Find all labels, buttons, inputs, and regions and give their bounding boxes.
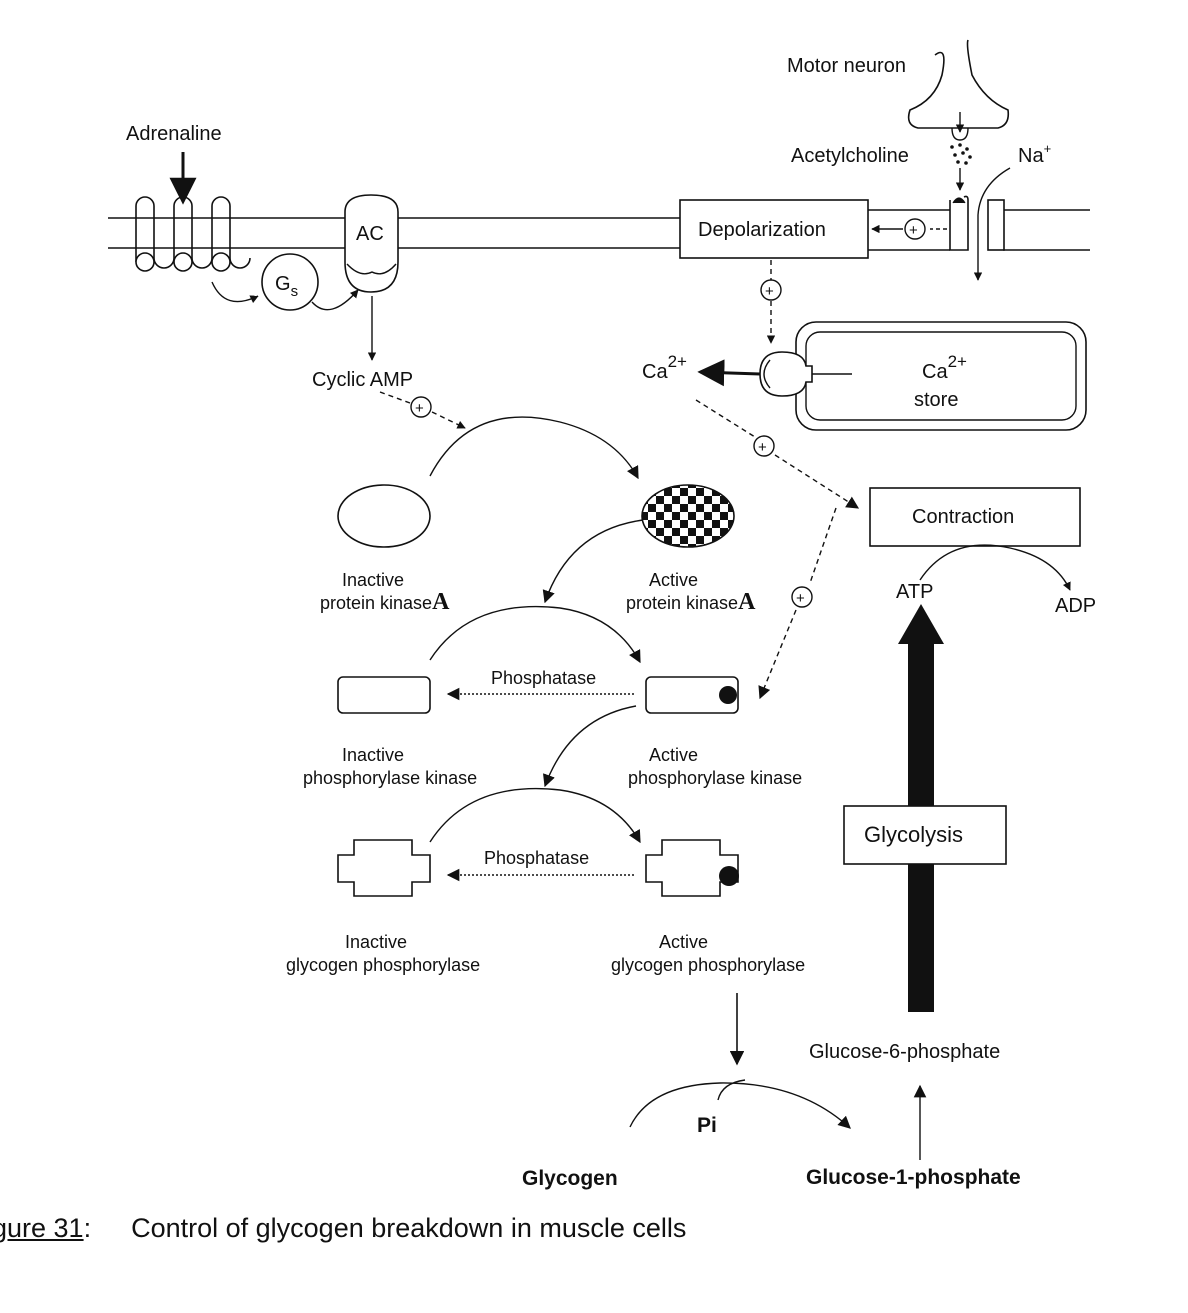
ca-release-arrow [697, 359, 761, 387]
atp-label: ATP [896, 581, 933, 603]
glycolysis-box [843, 805, 1007, 865]
adp-label: ADP [1055, 595, 1096, 617]
ach-plus-sign: + [909, 222, 918, 239]
camp-plus-circle [410, 396, 432, 418]
active-phk-line1: Active [649, 745, 698, 765]
camp-plus-sign: + [415, 400, 424, 417]
phosphatase-1-label: Phosphatase [491, 668, 596, 688]
inactive-pka-shape [337, 484, 431, 548]
ca-phk-plus-sign: + [796, 590, 805, 607]
ca-store-ion-label: Ca2+ [922, 352, 967, 383]
cyclic-amp-label: Cyclic AMP [312, 369, 413, 391]
pi-input-curve [717, 1079, 746, 1101]
receptor-loop [173, 252, 193, 272]
active-pka-line1: Active [649, 570, 698, 590]
acetylcholine-label: Acetylcholine [791, 145, 909, 167]
gp-phosphate-group [719, 866, 739, 886]
pi-label: Pi [697, 1114, 717, 1137]
ac-catalytic-domain [346, 263, 397, 275]
contraction-label: Contraction [912, 506, 1014, 528]
ac-label: AC [356, 223, 384, 245]
pka-activation-arrow [429, 416, 639, 480]
depolarization-label: Depolarization [698, 219, 826, 241]
inactive-phk-shape [337, 676, 431, 714]
active-gp-shape [645, 839, 739, 897]
ca-to-contraction-arrow [774, 454, 860, 509]
gp-activation-arrow [429, 787, 641, 844]
camp-activation-arrow [431, 411, 466, 429]
glycolysis-label: Glycolysis [864, 822, 963, 847]
contraction-box [869, 487, 1081, 547]
sodium-channel [987, 199, 1005, 251]
glycolysis-arrow-head [898, 604, 944, 644]
g1p-label: Glucose-1-phosphate [806, 1166, 1021, 1189]
inactive-pka-line2: protein kinaseA [320, 589, 450, 615]
receptor-loop [211, 252, 231, 272]
g6p-label: Glucose-6-phosphate [809, 1041, 1000, 1063]
inactive-phk-line2: phosphorylase kinase [303, 768, 477, 788]
glycogen-to-g1p-arrow [629, 1082, 851, 1129]
na-influx-arrow [973, 167, 1011, 281]
active-pka-line2: protein kinaseA [626, 589, 756, 615]
gs-protein [261, 253, 319, 311]
camp-dashed-line [379, 391, 411, 404]
adenylate-cyclase [344, 194, 399, 293]
depolarization-box [679, 199, 869, 259]
adrenaline-label: Adrenaline [126, 123, 222, 145]
ca-store-label: store [914, 389, 958, 411]
na-label: Na+ [1018, 141, 1051, 167]
ca-release-channel [759, 351, 813, 397]
motor-neuron-terminal [907, 39, 1010, 129]
inactive-phk-line1: Inactive [342, 745, 404, 765]
ca-contraction-dashed-line [695, 399, 756, 438]
depol-plus-sign: + [765, 283, 774, 300]
active-phk-line2: phosphorylase kinase [628, 768, 802, 788]
ca-channel-pore [763, 359, 771, 389]
ca-phk-dashed-line [809, 507, 837, 584]
motor-neuron-label: Motor neuron [787, 55, 906, 77]
active-pka-shape [641, 484, 735, 548]
phk-phosphate-group [719, 686, 737, 704]
phk-to-gp-arrow [543, 705, 637, 788]
glycogen-label: Glycogen [522, 1167, 618, 1190]
ca-phk-plus-circle [791, 586, 813, 608]
ca-free-label: Ca2+ [642, 352, 687, 383]
atp-to-adp-arrow [919, 544, 1071, 591]
phk-activation-arrow [429, 605, 641, 664]
active-gp-line1: Active [659, 932, 708, 952]
inactive-pka-line1: Inactive [342, 570, 404, 590]
caption-colon: : [83, 1213, 92, 1243]
inactive-gp-shape [337, 839, 431, 897]
depol-plus-circle [760, 279, 782, 301]
ach-plus-circle [904, 218, 926, 240]
caption-text: Control of glycogen breakdown in muscle … [131, 1213, 687, 1243]
receptor-to-gs-arrow [211, 281, 259, 304]
acetylcholine-dots [950, 143, 972, 165]
ca-plus-circle [753, 435, 775, 457]
active-gp-line2: glycogen phosphorylase [611, 955, 805, 975]
figure-number: gure 31 [0, 1213, 84, 1243]
figure-caption: gure 31: Control of glycogen breakdown in… [0, 1213, 686, 1244]
active-phk-shape [645, 676, 739, 714]
cell-membrane [108, 209, 1090, 251]
ca-to-phk-arrow [758, 609, 797, 700]
pka-to-phk-arrow [542, 519, 644, 604]
phosphatase-2-label: Phosphatase [484, 848, 589, 868]
receptor-loop [135, 252, 155, 272]
gs-to-ac-arrow [311, 289, 359, 311]
adrenaline-receptor [135, 196, 251, 269]
inactive-gp-line2: glycogen phosphorylase [286, 955, 480, 975]
neuron-vesicle [951, 127, 969, 141]
ach-receptor [949, 195, 969, 251]
ca-plus-sign: + [758, 439, 767, 456]
inactive-gp-line1: Inactive [345, 932, 407, 952]
ach-binding-site [952, 197, 966, 204]
gs-label: Gs [275, 273, 298, 300]
